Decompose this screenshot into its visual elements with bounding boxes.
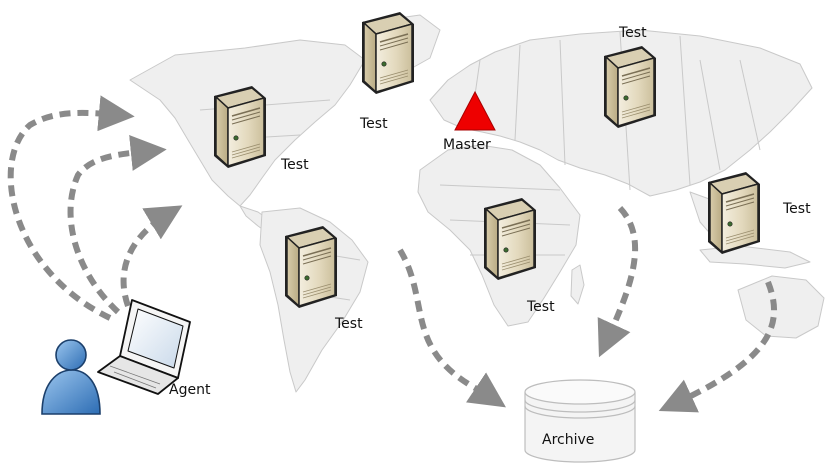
server-icon-asia	[603, 45, 657, 129]
madagascar-landmass	[570, 264, 585, 305]
australia-landmass	[737, 275, 825, 339]
server-label-north-atlantic: Test	[360, 116, 388, 132]
archive-label: Archive	[542, 432, 595, 448]
agent-arrow-2	[67, 134, 167, 315]
asia-archive-arrow	[658, 280, 778, 413]
server-icon-north-america	[213, 85, 267, 169]
server-label-southeast-asia: Test	[783, 201, 811, 217]
server-label-north-america: Test	[281, 157, 309, 173]
server-label-asia: Test	[619, 25, 647, 41]
dashed-arrows	[7, 95, 778, 413]
agent-arrow-1	[7, 95, 135, 321]
indonesia-landmass	[699, 245, 811, 269]
master-label: Master	[443, 137, 491, 153]
server-icon-southeast-asia	[707, 171, 761, 255]
server-label-south-america: Test	[335, 316, 363, 332]
south-america-archive-arrow	[397, 248, 506, 408]
server-icon-north-atlantic	[361, 11, 415, 95]
agent-label: Agent	[169, 382, 211, 398]
agent-arrow-3	[120, 205, 183, 307]
database-cylinder-icon	[524, 379, 636, 463]
server-icon-africa	[483, 197, 537, 281]
server-icon-south-america	[284, 225, 338, 309]
server-label-africa: Test	[527, 299, 555, 315]
africa-archive-arrow	[597, 205, 639, 358]
laptop-icon	[97, 299, 191, 395]
red-triangle-icon	[454, 90, 496, 131]
person-icon	[41, 339, 101, 415]
